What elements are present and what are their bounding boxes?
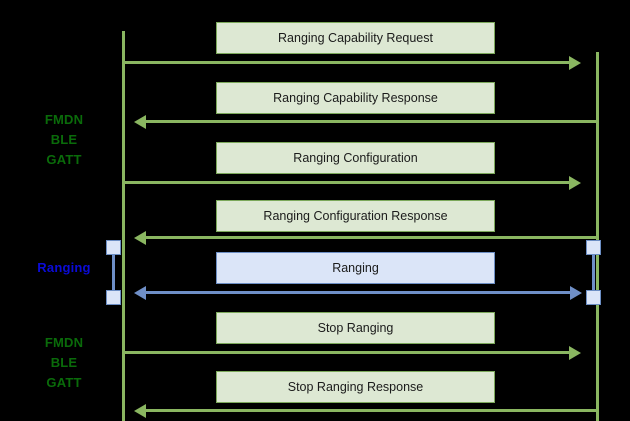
activation-box-right-end [586,290,601,305]
arrow-head-ranging-right [570,285,582,300]
arrow-line-ranging-capability-response [146,120,598,123]
arrow-line-ranging-configuration-response [146,236,598,239]
activation-box-right-start [586,240,601,255]
arrow-head-ranging-configuration [569,175,581,190]
message-box-stop-ranging-response: Stop Ranging Response [216,371,495,403]
message-box-ranging-configuration: Ranging Configuration [216,142,495,174]
arrow-head-ranging-configuration-response [134,230,146,245]
message-box-ranging-capability-response: Ranging Capability Response [216,82,495,114]
arrow-head-stop-ranging [569,345,581,360]
message-box-ranging: Ranging [216,252,495,284]
arrow-line-stop-ranging-response [146,409,598,412]
activation-box-left-end [106,290,121,305]
activation-box-left-start [106,240,121,255]
arrow-head-ranging-capability-response [134,114,146,129]
activation-bar-right [592,248,595,298]
arrow-head-stop-ranging-response [134,403,146,418]
arrow-head-ranging-left [134,285,146,300]
message-box-ranging-configuration-response: Ranging Configuration Response [216,200,495,232]
phase-label-fmdn-top: FMDN BLE GATT [44,112,84,167]
arrow-line-stop-ranging [125,351,575,354]
arrow-line-ranging-configuration [125,181,575,184]
phase-label-fmdn-bottom: FMDN BLE GATT [44,335,84,390]
message-box-ranging-capability-request: Ranging Capability Request [216,22,495,54]
lifeline-left [122,31,125,421]
arrow-line-ranging-capability-request [125,61,575,64]
activation-bar-left [112,248,115,298]
message-box-stop-ranging: Stop Ranging [216,312,495,344]
phase-label-ranging: Ranging [37,260,91,275]
arrow-head-ranging-capability-request [569,55,581,70]
arrow-line-ranging [146,291,574,294]
